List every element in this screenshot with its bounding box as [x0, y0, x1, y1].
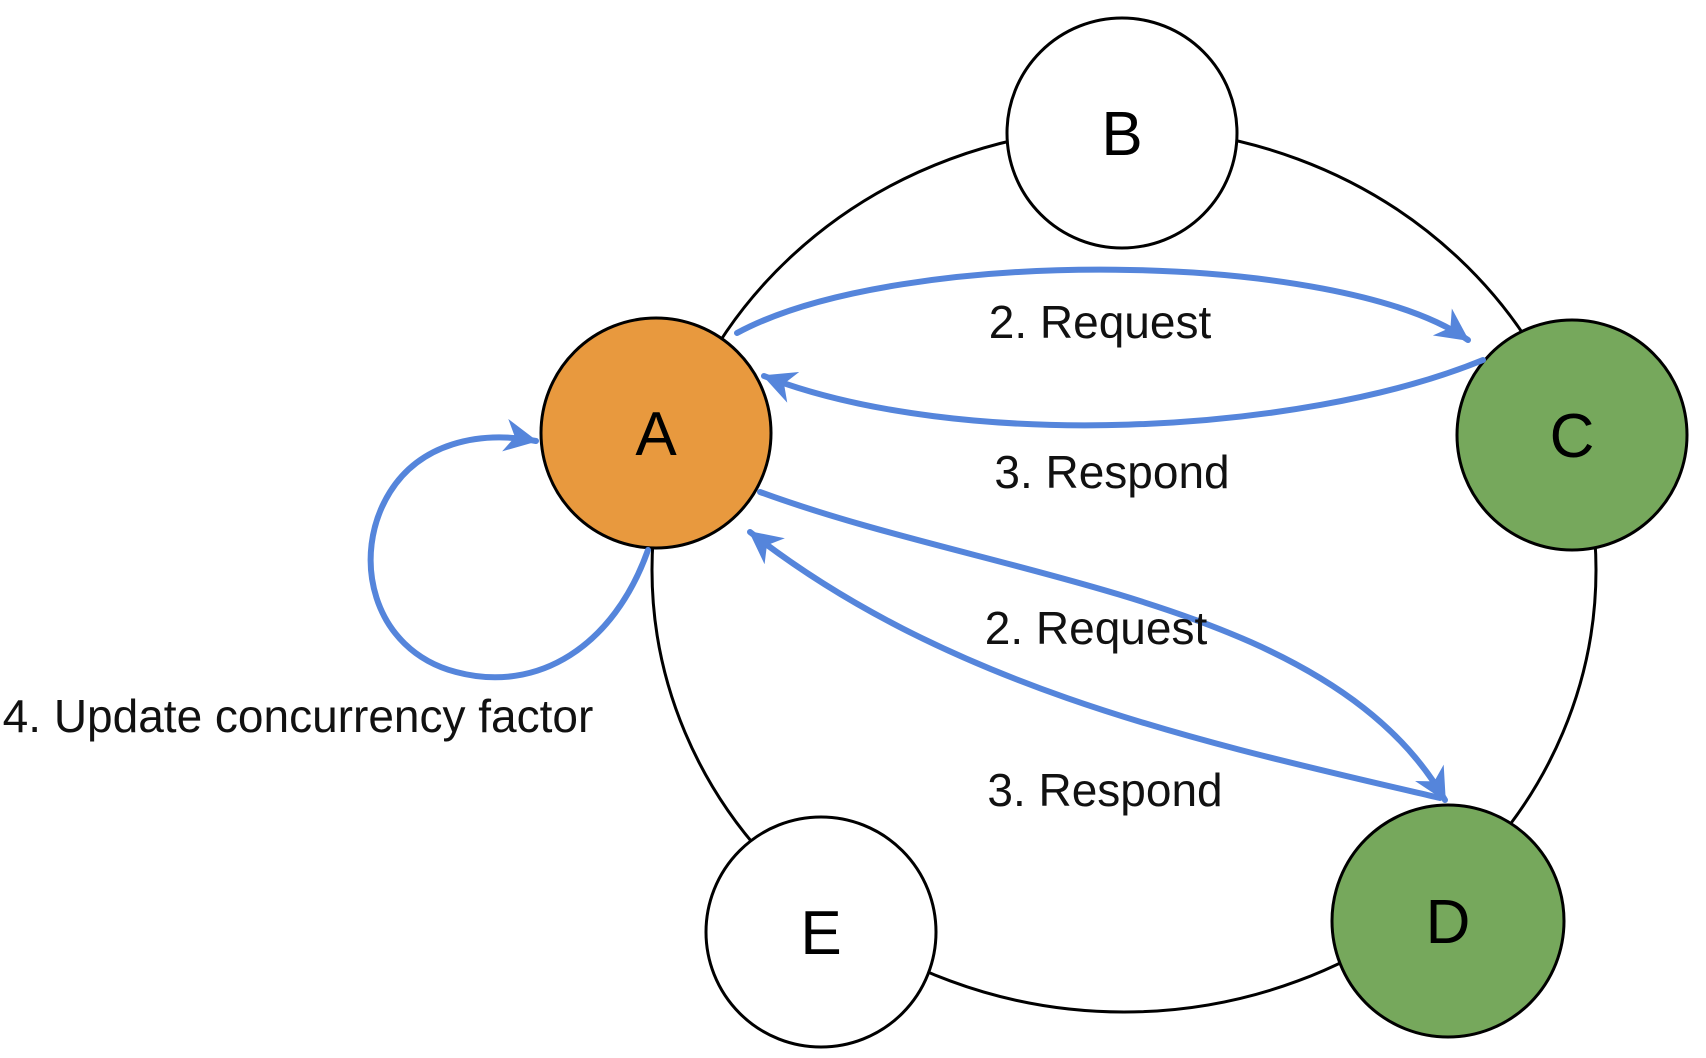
node-d-circle [1330, 803, 1566, 1039]
self-loop-update-a-arrow [367, 418, 651, 681]
node-d-label: D [1426, 888, 1471, 957]
self-loop-update-a-label: 4. Update concurrency factor [3, 690, 594, 742]
node-b-circle [1005, 16, 1239, 250]
request-a-to-c-arrow [734, 266, 1471, 343]
request-a-to-d-label: 2. Request [985, 602, 1208, 654]
respond-d-to-a-label: 3. Respond [987, 764, 1222, 816]
respond-c-to-a-arrow [761, 357, 1486, 429]
request-a-to-d-arrow [757, 489, 1448, 803]
node-a-circle [539, 316, 773, 550]
node-e-label: E [800, 899, 841, 968]
respond-d-to-a-arrow [747, 529, 1443, 801]
node-b-label: B [1101, 100, 1142, 169]
node-c-circle [1455, 318, 1689, 552]
respond-c-to-a-label: 3. Respond [994, 446, 1229, 498]
node-e-circle [704, 815, 938, 1049]
request-a-to-c-label: 2. Request [989, 296, 1212, 348]
node-a-label: A [635, 400, 677, 469]
node-c-label: C [1550, 402, 1595, 471]
